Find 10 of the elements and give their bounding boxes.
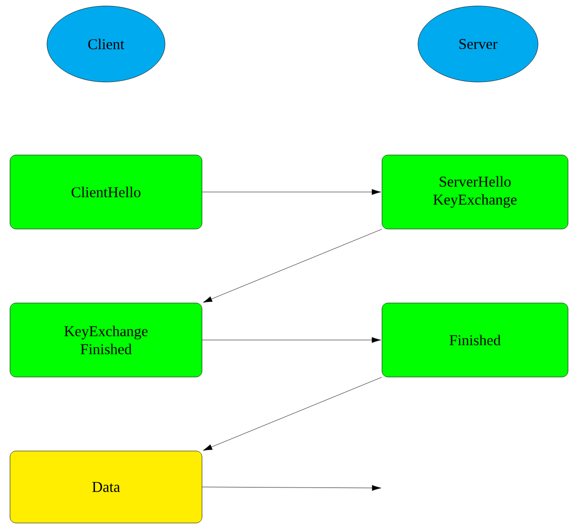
message-box: Data xyxy=(10,450,202,524)
message-box: Finished xyxy=(382,302,568,378)
arrow xyxy=(202,485,382,491)
message-box: ClientHello xyxy=(10,154,202,230)
arrow xyxy=(202,337,381,343)
arrow xyxy=(202,229,382,303)
arrow xyxy=(202,377,382,451)
message-box: ServerHello KeyExchange xyxy=(382,154,568,230)
message-box: KeyExchange Finished xyxy=(10,302,202,378)
arrow xyxy=(202,189,381,195)
